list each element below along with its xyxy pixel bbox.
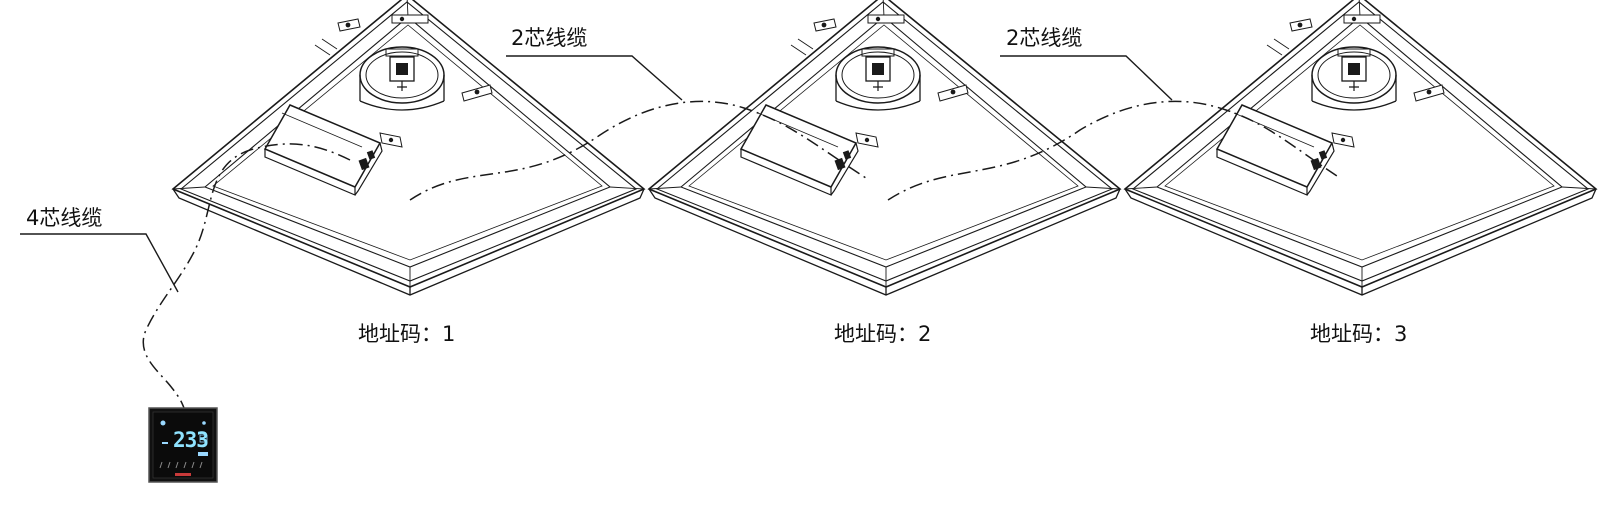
controller-display-value: 233 [173,428,209,452]
cable-label-two-core-left: 2芯线缆 [511,26,588,50]
wall-controller [148,407,218,483]
unit-address-label-3: 地址码：3 [1310,322,1408,346]
ac-unit-3 [1124,0,1597,296]
cable-label-two-core-right: 2芯线缆 [1006,26,1083,50]
cable-four-core [142,143,351,409]
unit-address-label-1: 地址码：1 [358,322,456,346]
leader-line-cable-left [506,55,683,101]
cable-two-core-2-3 [887,100,1341,201]
cable-two-core-1-2 [409,100,867,201]
unit-address-label-2: 地址码：2 [834,322,932,346]
leader-line-cable-four [20,233,179,293]
cable-label-four-core: 4芯线缆 [26,206,103,230]
leader-line-cable-right [1000,55,1173,101]
